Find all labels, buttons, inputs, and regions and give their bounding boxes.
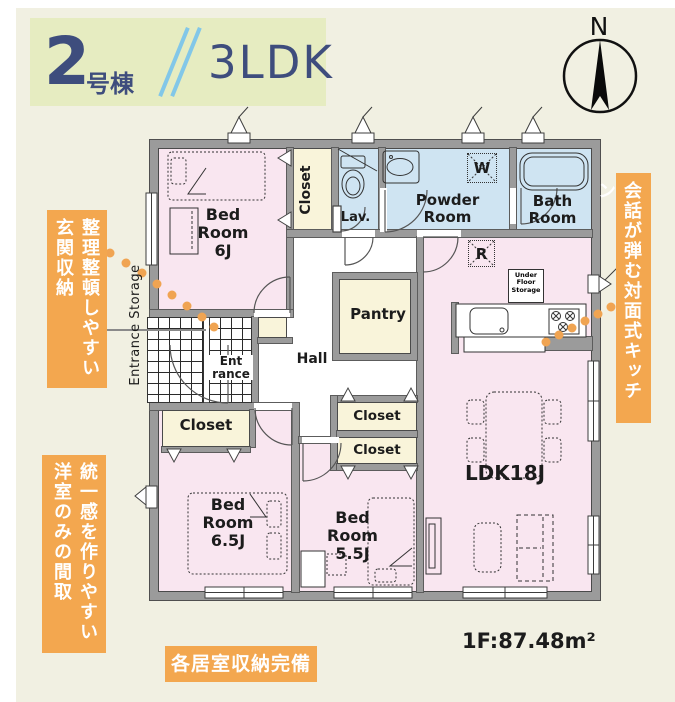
callout-entrance-line1: 整理整頓しやすい (79, 218, 100, 378)
floor-area-note: 1F:87.48m² (462, 629, 596, 653)
wall (161, 446, 251, 453)
wall (251, 316, 259, 411)
callout-storage: 各居室収納完備 (165, 646, 317, 682)
refrigerator-symbol: R (468, 240, 495, 267)
label-ldk: LDK18J (464, 461, 546, 485)
wall (416, 236, 424, 593)
wall (331, 147, 339, 231)
wall (291, 402, 300, 593)
compass-north-label: N (589, 12, 609, 41)
callout-western-line2: 洋室のみの間取 (51, 462, 72, 602)
wall (149, 402, 300, 411)
room-pantry (332, 272, 418, 361)
callout-western-rooms: 統一感を作りやすい 洋室のみの間取 (42, 455, 106, 653)
label-lavatory: Lav. (340, 210, 371, 225)
wall (149, 309, 294, 318)
label-closet-top: Closet (298, 165, 314, 215)
under-floor-storage-box: Under Floor Storage (508, 269, 544, 303)
compass-icon (562, 38, 638, 114)
label-bath-room: Bath Room (528, 192, 577, 227)
wall (542, 336, 593, 351)
label-hall: Hall (296, 351, 328, 367)
room-closet-mid-lower (337, 437, 417, 464)
label-closet-mid-lower: Closet (353, 442, 401, 458)
room-closet-west (162, 410, 250, 447)
unit-number-suffix: 号棟 (86, 70, 134, 98)
wall (257, 337, 293, 344)
label-bedroom-6j: Bed Room 6J (197, 205, 249, 260)
label-bedroom-55j: Bed Room 5.5J (327, 508, 378, 563)
callout-kitchen: 会話が弾む対面式キッチン (595, 173, 651, 423)
plan-type-label: 3LDK (208, 36, 334, 89)
shoe-cabinet (258, 317, 287, 338)
label-closet-west: Closet (179, 416, 233, 434)
label-entrance-storage: Entrance Storage (128, 264, 143, 386)
unit-badge: 2 号棟 3LDK (30, 18, 332, 106)
washing-machine-symbol: W (467, 153, 497, 183)
label-bedroom-65j: Bed Room 6.5J (202, 495, 254, 550)
wall (336, 430, 418, 438)
callout-western-line1: 統一感を作りやすい (77, 462, 98, 642)
wall (249, 409, 256, 448)
unit-number: 2 (44, 23, 90, 100)
callout-entrance-line2: 玄関収納 (53, 218, 74, 298)
label-pantry: Pantry (350, 305, 406, 323)
wall (336, 463, 418, 471)
room-closet-mid-upper (337, 402, 417, 431)
room-closet-top (293, 148, 332, 230)
callout-kitchen-line1: 会話が弾む対面式キッチン (595, 181, 642, 401)
compass-needle (591, 40, 609, 110)
label-closet-mid-upper: Closet (353, 408, 401, 424)
label-powder-room: Powder Room (415, 191, 480, 226)
wall (286, 229, 593, 238)
wall (330, 395, 418, 403)
wall (451, 302, 459, 354)
entrance-storage-tiles (147, 317, 204, 403)
callout-entrance-storage: 整理整頓しやすい 玄関収納 (47, 210, 107, 388)
wall (330, 395, 338, 471)
label-entrance: Ent rance (209, 355, 253, 381)
